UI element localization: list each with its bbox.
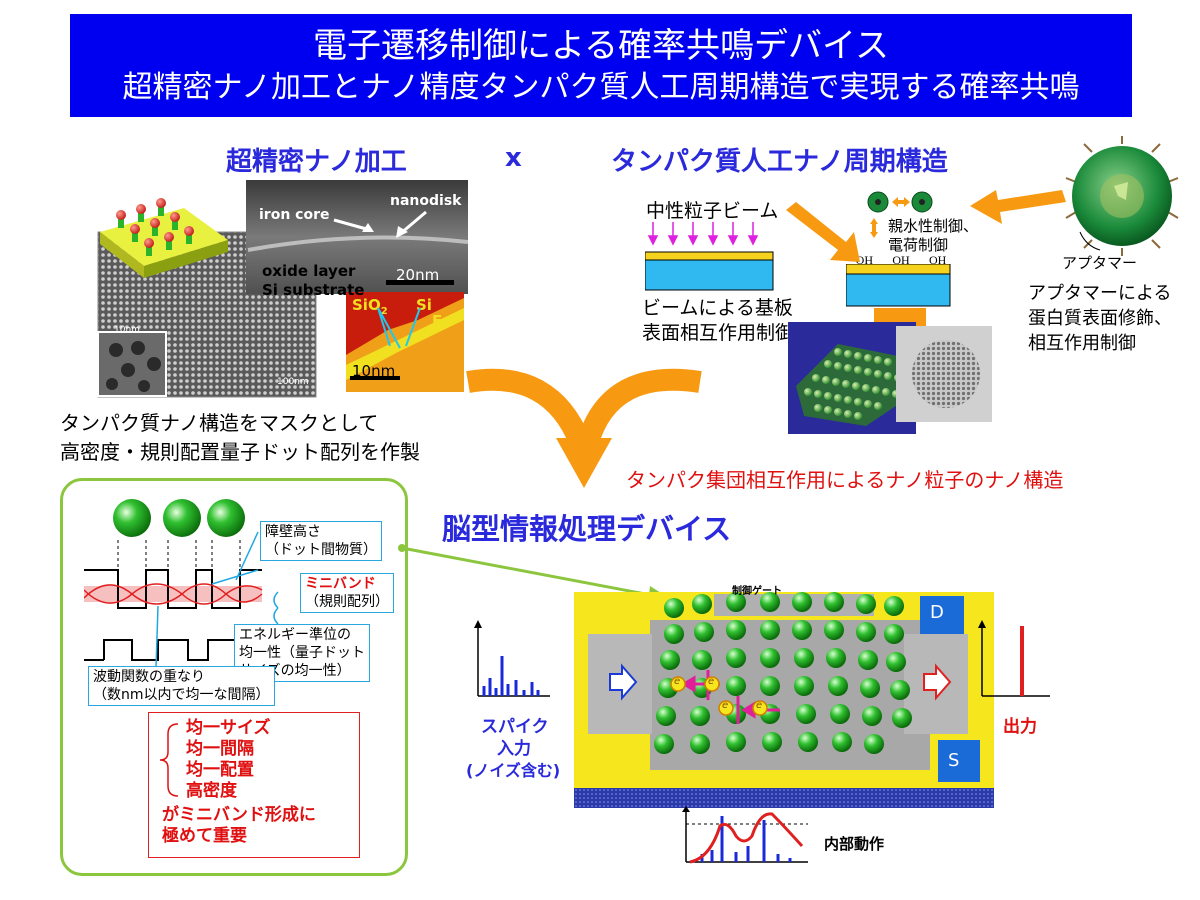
label-si-substrate: Si substrate (262, 281, 365, 299)
heading-brain-device: 脳型情報処理デバイス (442, 512, 732, 546)
electron-label: e (708, 676, 715, 687)
requirement-item: 均一サイズ (186, 718, 271, 738)
wave-line2: （数nm以内で均一な間隔） (93, 687, 270, 703)
label-sio2: SiO2 (352, 296, 388, 317)
aptamer-label: アプタマー (1062, 254, 1138, 272)
requirements-conclusion: がミニバンド形成に 極めて重要 (162, 805, 316, 847)
hydro-line1: 親水性制御、 (888, 217, 979, 235)
requirements-box (148, 712, 360, 858)
beam-label: 中性粒子ビーム (646, 200, 779, 222)
aptamer-caption-line3: 相互作用制御 (1028, 333, 1136, 354)
output-label: 出力 (1003, 717, 1037, 737)
beam-caption-line1: ビームによる基板 (642, 297, 793, 319)
caption-left-line2: 高密度・規則配置量子ドット配列を作製 (60, 440, 420, 464)
device-illustration (574, 592, 994, 808)
tem-pointer-arrows (333, 210, 427, 238)
miniband-line1: ミニバンド (305, 576, 376, 592)
hydrophilic-substrate (846, 264, 951, 307)
nanostructure-caption: タンパク集団相互作用によるナノ粒子のナノ構造 (626, 468, 1064, 492)
miniband-label-box: ミニバンド （規則配列） (300, 573, 394, 613)
label-scale-100nm: 100nm (277, 377, 309, 387)
wave-line1: 波動関数の重なり (93, 669, 205, 685)
title-line1: 電子遷移制御による確率共鳴デバイス (313, 26, 889, 66)
input-spike-chart (474, 620, 550, 697)
title-line2: 超精密ナノ加工とナノ精度タンパク質人工周期構造で実現する確率共鳴 (122, 70, 1080, 105)
conclusion-line2: 極めて重要 (162, 826, 247, 846)
aptamer-caption-line1: アプタマーによる (1028, 283, 1172, 304)
energy-line2: 均一性（量子ドット (239, 645, 365, 661)
micrograph-cluster (97, 180, 468, 398)
requirements-list: 均一サイズ 均一間隔 均一配置 高密度 (186, 718, 271, 802)
barrier-line2: （ドット間物質） (265, 542, 377, 558)
eels-pointer-lines (377, 307, 421, 349)
source-label: S (948, 750, 960, 771)
aptamer-caption-line2: 蛋白質表面修飾、 (1028, 308, 1172, 329)
barrier-line1: 障壁高さ (265, 524, 321, 540)
input-label-line3: (ノイズ含む) (466, 761, 561, 780)
electron-label: e (674, 676, 681, 687)
conclusion-line1: がミニバンド形成に (162, 805, 316, 825)
drain-label: D (930, 602, 944, 623)
label-iron-core: iron core (259, 207, 330, 223)
label-oxide-layer: oxide layer (262, 262, 356, 280)
pillar-array-illustration (100, 198, 228, 278)
energy-line1: エネルギー準位の (239, 627, 351, 643)
merge-arrows (466, 368, 702, 488)
internal-label: 内部動作 (824, 835, 885, 853)
protein-pair-icon (867, 191, 933, 238)
gate-label: 制御ゲート (732, 586, 782, 597)
caption-left-line1: タンパク質ナノ構造をマスクとして (60, 411, 379, 435)
label-fe: Fe (432, 312, 452, 330)
heading-times: x (505, 143, 522, 173)
electron-label: e (756, 700, 763, 711)
wavefunction-label-box: 波動関数の重なり （数nm以内で均一な間隔） (88, 666, 275, 706)
label-scale-10nm-small: 10nm (114, 325, 140, 335)
nanoparticle-tem-image (896, 326, 992, 422)
requirement-item: 高密度 (186, 781, 237, 801)
heading-nano-fab: 超精密ナノ加工 (226, 147, 407, 177)
heading-protein-periodic: タンパク質人工ナノ周期構造 (611, 147, 948, 177)
beam-substrate-diagram (645, 222, 774, 291)
band-diagram-panel (60, 478, 408, 876)
requirement-item: 均一配置 (186, 760, 254, 780)
barrier-label-box: 障壁高さ （ドット間物質） (260, 521, 382, 561)
input-label-line2: 入力 (497, 739, 531, 759)
output-chart (978, 620, 1050, 697)
label-scale-20nm: 20nm (396, 266, 440, 284)
aptamer-pointer (1079, 231, 1101, 251)
internal-operation-chart (682, 806, 808, 864)
requirements-brace (159, 723, 179, 797)
miniband-line2: （規則配列） (305, 594, 389, 610)
beam-caption-line2: 表面相互作用制御 (642, 322, 795, 344)
label-scale-10nm: 10nm (352, 362, 396, 380)
label-nanodisk: nanodisk (390, 193, 462, 209)
input-label-line1: スパイク (481, 717, 549, 737)
requirement-item: 均一間隔 (186, 739, 254, 759)
band-pointer-lines (155, 531, 279, 669)
eels-map (346, 292, 464, 392)
hydro-line2: 電荷制御 (888, 236, 949, 254)
title-banner: 電子遷移制御による確率共鳴デバイス 超精密ナノ加工とナノ精度タンパク質人工周期構… (70, 14, 1132, 117)
electron-label: e (722, 700, 729, 711)
